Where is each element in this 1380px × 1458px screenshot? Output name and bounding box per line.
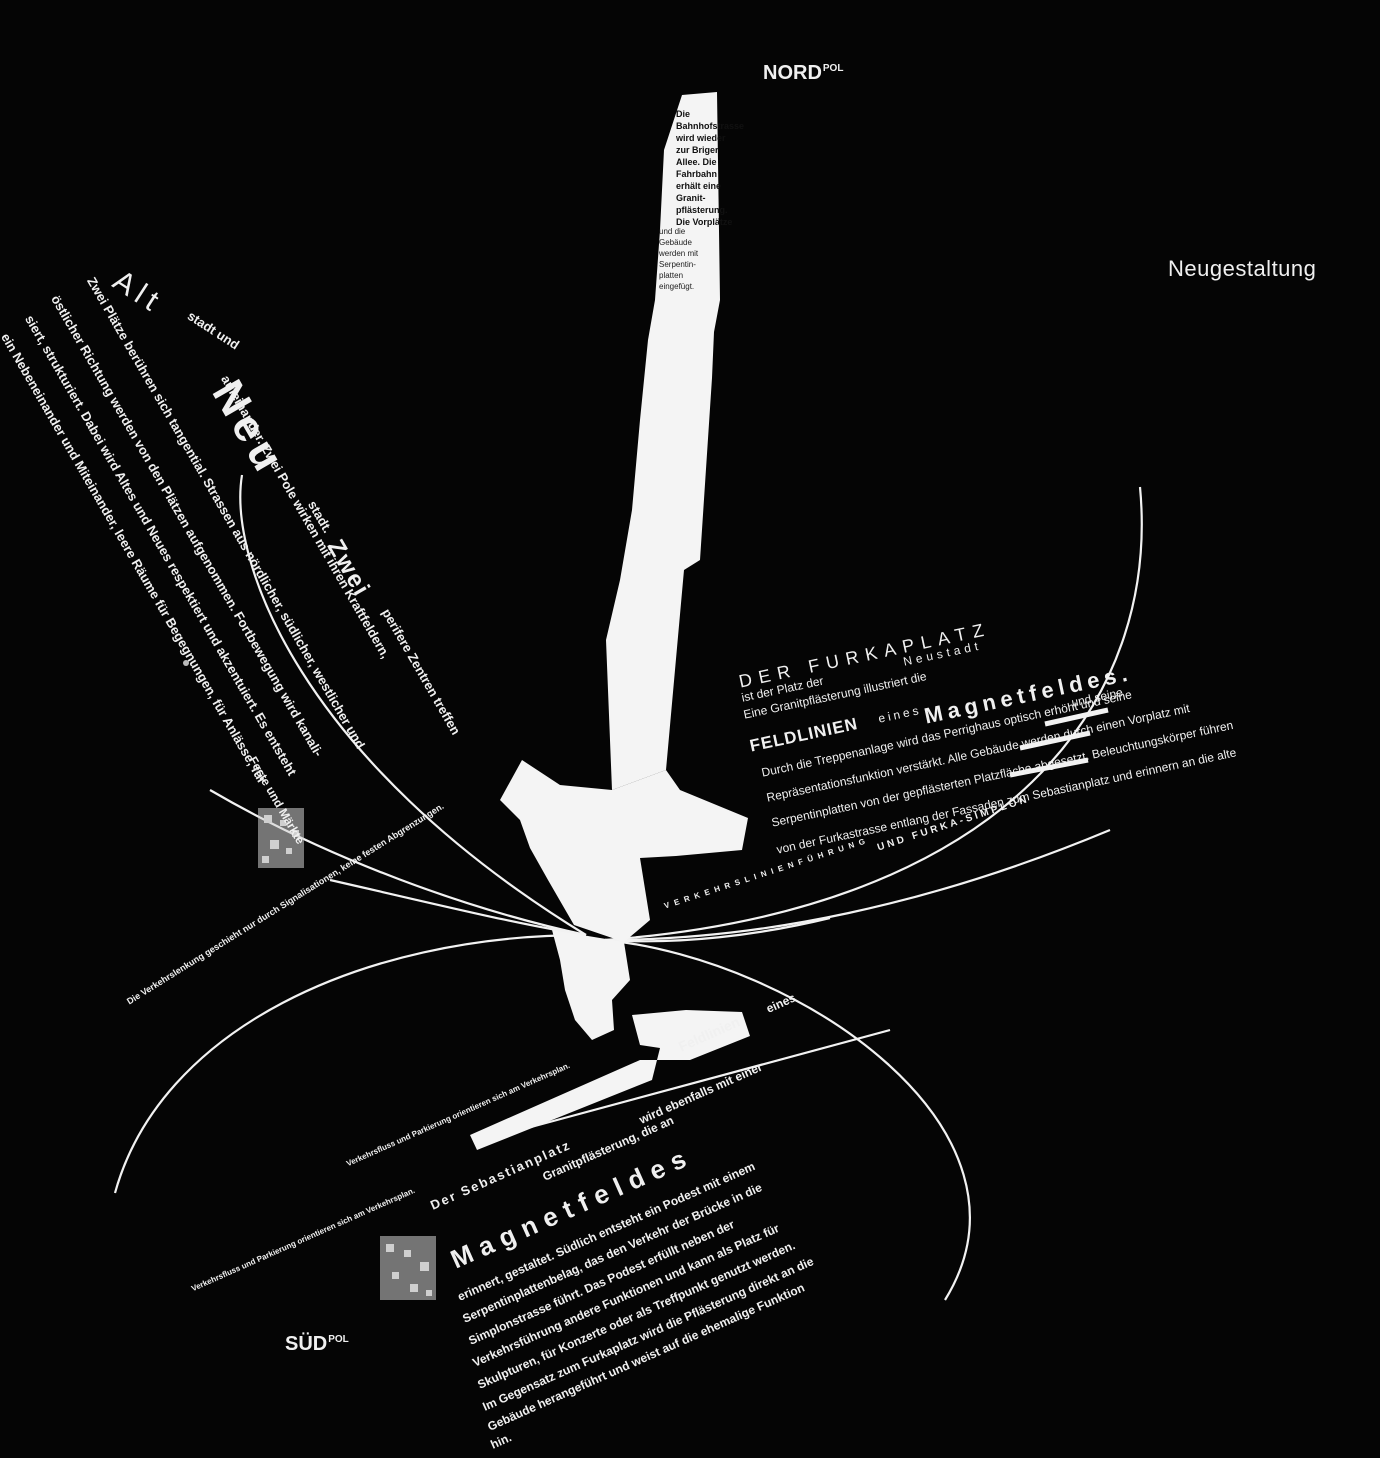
field-line-left-arc: [239, 474, 587, 936]
halftone-patch-south: [380, 1236, 436, 1300]
furkaplatz-shape: [500, 760, 748, 942]
bahnhofstrasse-shape: [606, 92, 720, 790]
bahnhofstrasse-text-2: und die Gebäude werden mit Serpentin-pla…: [659, 227, 699, 291]
field-line-upper-right: [604, 828, 1111, 942]
bahnhofstrasse-text: Die Bahnhofstrasse wird wieder zur Brige…: [676, 109, 745, 227]
field-line-fan-left: [329, 878, 587, 937]
south-pole-label: SÜDPOL: [285, 1333, 349, 1355]
junction-shape: [552, 930, 630, 1040]
text-underlines: [1009, 707, 1109, 778]
field-line-fan-right: [604, 916, 831, 943]
sebastianplatz-shape: [470, 1010, 750, 1150]
field-line-lower-left: [113, 933, 587, 1194]
dot-marker: [183, 660, 189, 666]
north-pole-label: NORDPOL: [763, 62, 844, 84]
field-line-right-arc: [604, 486, 1143, 942]
halftone-patch-left: [258, 808, 304, 868]
field-line-lower-right: [604, 938, 971, 1301]
page-title: Neugestaltung: [1168, 256, 1317, 281]
sebastian-axis-line: [519, 1028, 891, 1132]
street-silhouette: [470, 92, 750, 1150]
